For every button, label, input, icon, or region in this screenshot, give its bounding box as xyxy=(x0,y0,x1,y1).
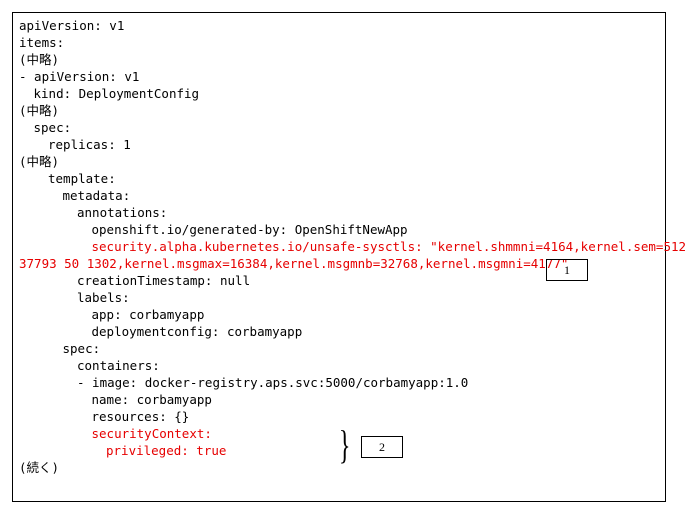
code-line: 37793 50 1302,kernel.msgmax=16384,kernel… xyxy=(19,256,569,271)
code-line: privileged: true xyxy=(106,443,227,458)
code-line: creationTimestamp: null xyxy=(77,273,251,288)
code-line: replicas: 1 xyxy=(48,137,131,152)
code-line: spec: xyxy=(33,120,72,135)
code-line: - image: docker-registry.aps.svc:5000/co… xyxy=(77,375,469,390)
callout-brace: } xyxy=(338,422,351,467)
code-line: kind: DeploymentConfig xyxy=(33,86,200,101)
code-line: deploymentconfig: corbamyapp xyxy=(91,324,303,339)
code-line: - apiVersion: v1 xyxy=(19,69,140,84)
code-line: (中略) xyxy=(19,103,60,118)
code-line: labels: xyxy=(77,290,130,305)
code-line: (中略) xyxy=(19,154,60,169)
code-line: containers: xyxy=(77,358,160,373)
code-listing-frame: apiVersion: v1 items: (中略) - apiVersion: v1… xyxy=(12,12,686,502)
code-line: security.alpha.kubernetes.io/unsafe-sysc… xyxy=(91,239,687,254)
code-line: (続く) xyxy=(19,460,60,475)
code-line: spec: xyxy=(62,341,101,356)
code-line: securityContext: xyxy=(91,426,212,441)
code-line: items: xyxy=(19,35,65,50)
code-line: apiVersion: v1 xyxy=(19,18,125,33)
code-line: name: corbamyapp xyxy=(91,392,212,407)
code-line: annotations: xyxy=(77,205,168,220)
code-line: app: corbamyapp xyxy=(91,307,205,322)
code-line: metadata: xyxy=(62,188,131,203)
callout-box-2: 2 xyxy=(361,436,403,458)
code-line: (中略) xyxy=(19,52,60,67)
code-line: template: xyxy=(48,171,116,186)
code-line: resources: {} xyxy=(91,409,190,424)
code-line: openshift.io/generated-by: OpenShiftNewA… xyxy=(91,222,408,237)
callout-box-1: 1 xyxy=(546,259,588,281)
